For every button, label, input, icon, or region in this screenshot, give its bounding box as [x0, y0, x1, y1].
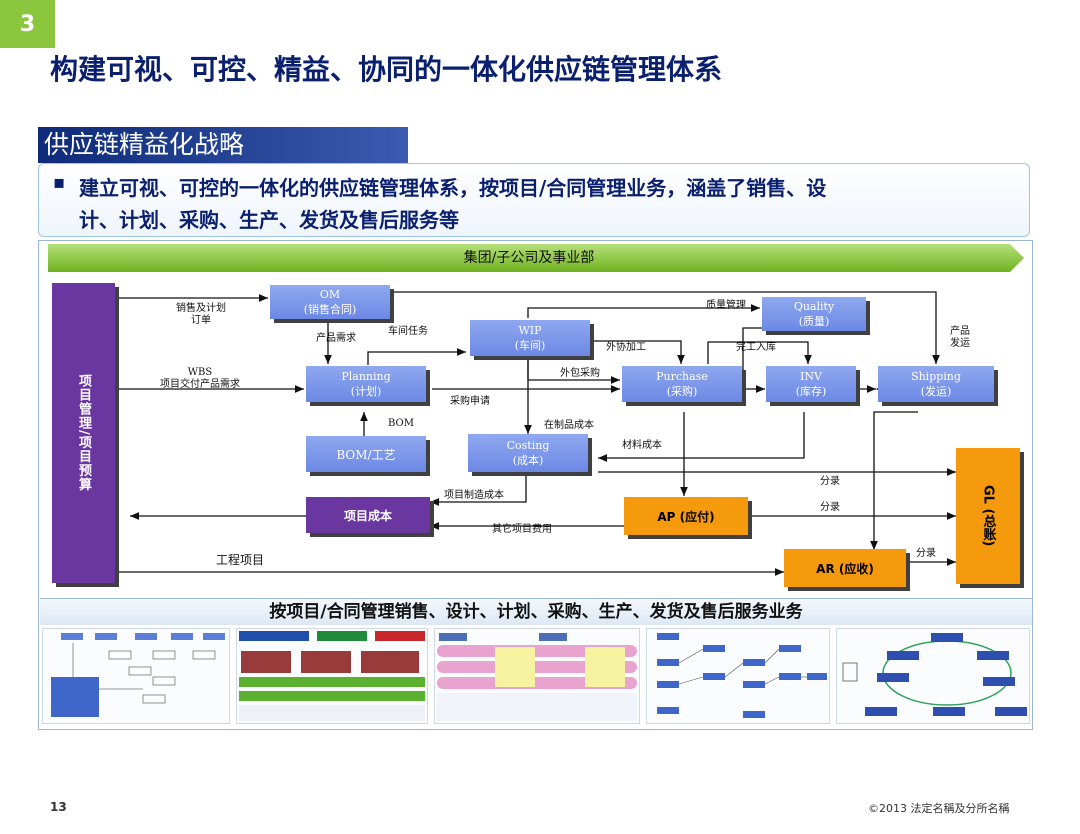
- om-node-title: OM: [319, 287, 341, 301]
- label-other-proj-cost: 其它项目费用: [492, 524, 552, 535]
- om-node: OM (销售合同): [270, 285, 390, 319]
- bullet-line-1: 建立可视、可控的一体化的供应链管理体系，按项目/合同管理业务，涵盖了销售、设: [79, 176, 827, 200]
- bullet-line-2: 计、计划、采购、生产、发货及售后服务等: [79, 208, 459, 232]
- label-sales-plan: 销售及计划 订单: [176, 303, 226, 327]
- project-management-node: 项目管理/项目预算: [52, 283, 115, 583]
- quality-node-title: Quality: [793, 299, 835, 313]
- bullet-marker: ▪: [53, 172, 66, 193]
- label-wbs-1: WBS: [187, 367, 213, 378]
- label-product-ship: 产品 发运: [950, 326, 970, 350]
- planning-node: Planning (计划): [306, 366, 426, 402]
- slide-number-badge: 3: [0, 0, 55, 48]
- costing-node: Costing (成本): [468, 434, 588, 472]
- thumbnail-2: [236, 628, 428, 724]
- om-node-sub: (销售合同): [303, 302, 357, 316]
- thumbnail-3-graphic: [437, 633, 637, 721]
- inv-node-title: INV: [800, 369, 822, 383]
- label-purchase-request: 采购申请: [450, 396, 490, 407]
- thumbnail-1-graphic: [51, 633, 225, 717]
- label-proj-mfg-cost: 项目制造成本: [444, 490, 504, 501]
- ar-node: AR (应收): [784, 549, 906, 587]
- shipping-node: Shipping (发运): [878, 366, 994, 402]
- thumbnail-3: [434, 628, 640, 724]
- label-product-ship-1: 产品: [950, 326, 970, 337]
- label-quality-mgmt: 质量管理: [706, 300, 746, 311]
- thumbnail-4: [646, 628, 830, 724]
- group-arrow: [48, 244, 1024, 272]
- label-sales-plan-2: 订单: [191, 315, 211, 326]
- inv-node: INV (库存): [766, 366, 856, 402]
- label-entry-2: 分录: [820, 502, 840, 513]
- label-finished-in: 完工入库: [736, 342, 776, 353]
- label-entry-3: 分录: [916, 548, 936, 559]
- wip-node-sub: (车间): [514, 338, 546, 352]
- slide-title: 构建可视、可控、精益、协同的一体化供应链管理体系: [50, 53, 723, 86]
- label-wip-cost: 在制品成本: [544, 420, 594, 431]
- wip-node: WIP (车间): [470, 320, 590, 356]
- inv-node-sub: (库存): [795, 384, 827, 398]
- purchase-node: Purchase (采购): [622, 366, 742, 402]
- ap-node: AP (应付): [624, 497, 748, 535]
- label-product-ship-2: 发运: [950, 338, 970, 349]
- label-wbs-2: 项目交付产品需求: [160, 379, 240, 390]
- label-workshop-task: 车间任务: [388, 326, 428, 337]
- costing-node-sub: (成本): [512, 453, 544, 467]
- label-engineering-project: 工程项目: [216, 553, 265, 567]
- label-product-demand: 产品需求: [316, 333, 356, 344]
- gl-node: GL (总账): [956, 448, 1020, 584]
- quality-node-sub: (质量): [798, 314, 830, 328]
- label-bom: BOM: [388, 418, 414, 429]
- label-sales-plan-1: 销售及计划: [176, 303, 226, 314]
- label-material-cost: 材料成本: [622, 440, 662, 451]
- bom-node: BOM/工艺: [306, 436, 426, 472]
- label-outsource-purchase: 外包采购: [560, 368, 600, 379]
- copyright-text: ©2013 法定名稱及分所名稱: [868, 802, 1010, 815]
- project-cost-node: 项目成本: [306, 497, 430, 533]
- label-outsourcing: 外协加工: [606, 342, 646, 353]
- thumbnail-4-graphic: [657, 633, 827, 718]
- purchase-node-sub: (采购): [666, 384, 698, 398]
- quality-node: Quality (质量): [762, 297, 866, 331]
- purchase-node-title: Purchase: [656, 369, 708, 383]
- shipping-node-sub: (发运): [920, 384, 952, 398]
- planning-node-title: Planning: [341, 369, 391, 383]
- section-label: 供应链精益化战略: [38, 127, 408, 163]
- label-entry-1: 分录: [820, 476, 840, 487]
- costing-node-title: Costing: [506, 438, 550, 452]
- thumbnail-5: [836, 628, 1030, 724]
- shipping-node-title: Shipping: [911, 369, 961, 383]
- wip-node-title: WIP: [518, 323, 542, 337]
- diagram-connectors: [117, 291, 956, 576]
- page-number: 13: [50, 800, 67, 814]
- bullet-box: ▪ 建立可视、可控的一体化的供应链管理体系，按项目/合同管理业务，涵盖了销售、设…: [38, 163, 1030, 237]
- label-wbs: WBS 项目交付产品需求: [160, 367, 240, 391]
- group-label: 集团/子公司及事业部: [463, 250, 595, 266]
- bottom-banner: 按项目/合同管理销售、设计、计划、采购、生产、发货及售后服务业务: [40, 598, 1032, 625]
- thumbnail-2-graphic: [239, 631, 425, 721]
- thumbnail-5-graphic: [842, 633, 1027, 716]
- thumbnail-1: [42, 628, 230, 724]
- planning-node-sub: (计划): [350, 384, 382, 398]
